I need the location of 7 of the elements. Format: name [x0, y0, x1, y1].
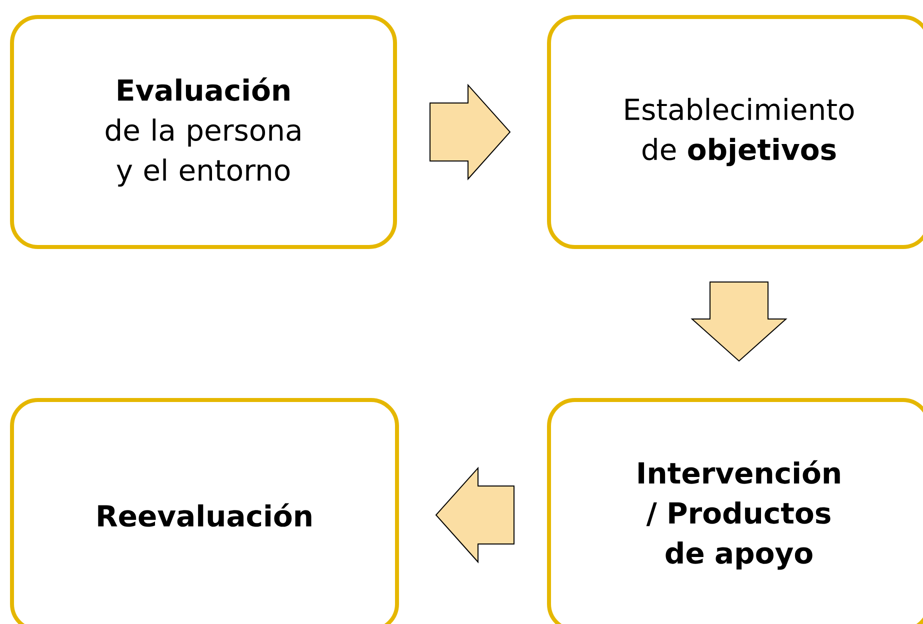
- block-arrow: [430, 84, 511, 180]
- block-arrow: [435, 466, 514, 564]
- process-box: Reevaluación: [10, 398, 399, 624]
- process-box: Intervención / Productos de apoyo: [547, 398, 923, 624]
- process-box: Establecimiento de objetivos: [547, 15, 923, 249]
- process-box: Evaluación de la persona y el entorno: [10, 15, 397, 249]
- block-arrow: [690, 282, 788, 362]
